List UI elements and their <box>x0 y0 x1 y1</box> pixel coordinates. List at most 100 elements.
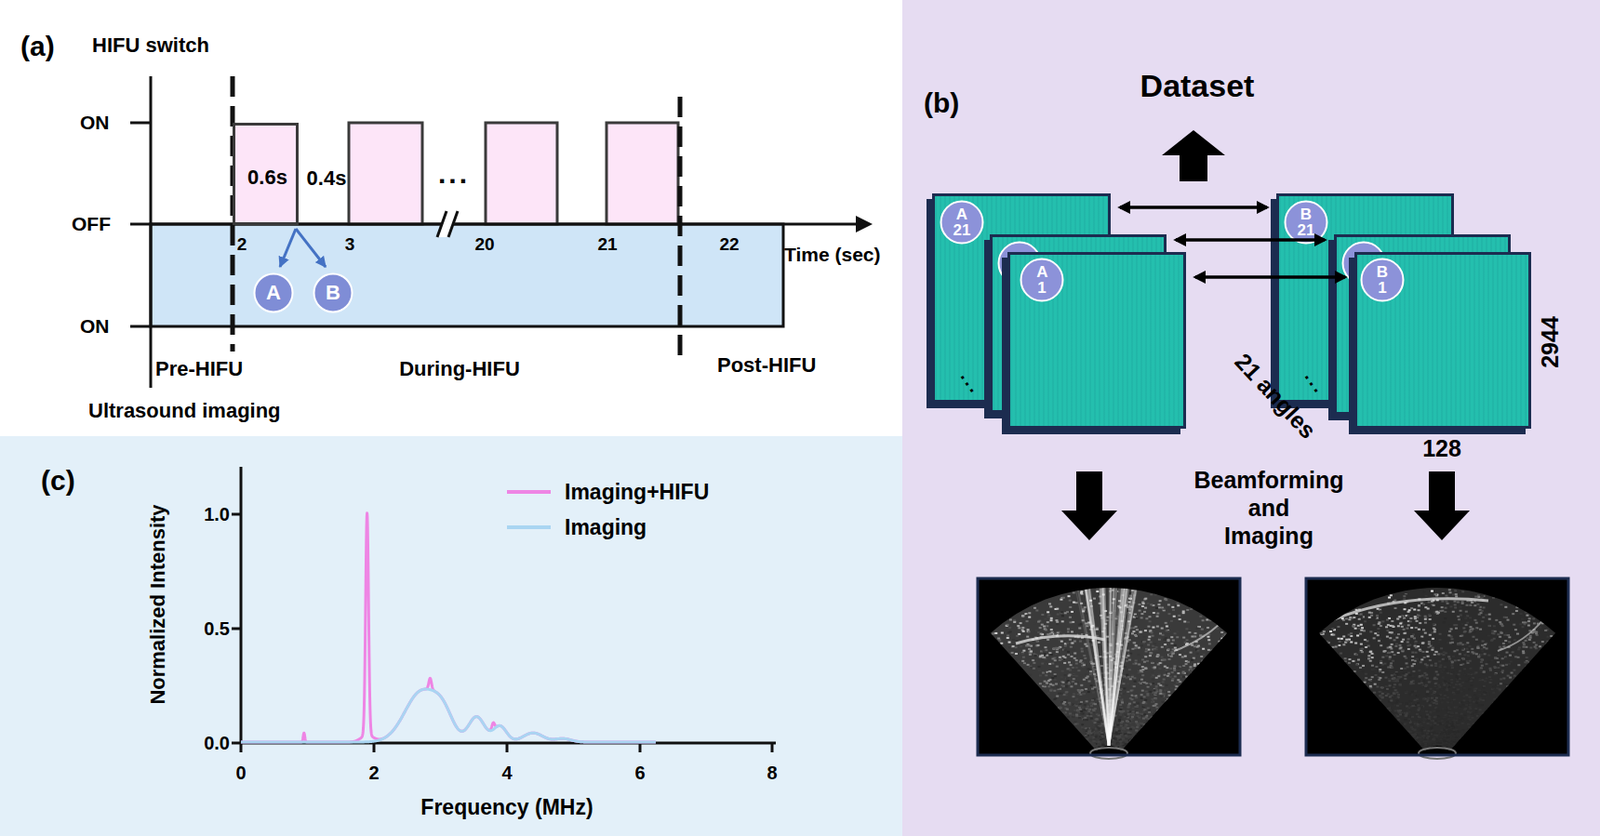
speckle <box>1071 680 1075 683</box>
speckle <box>1459 606 1463 609</box>
speckle <box>1433 624 1437 627</box>
speckle <box>1086 715 1090 718</box>
speckle <box>1031 659 1035 662</box>
speckle <box>1057 647 1061 650</box>
speckle <box>1167 648 1171 651</box>
speckle <box>1453 600 1456 603</box>
speckle <box>1135 706 1139 708</box>
speckle <box>1037 621 1040 624</box>
speckle <box>1027 648 1031 651</box>
speckle <box>1517 664 1520 667</box>
speckle <box>1430 600 1434 603</box>
speckle <box>1140 708 1144 711</box>
speckle <box>1072 695 1076 698</box>
speckle <box>1142 696 1146 699</box>
speckle <box>1071 703 1075 706</box>
speckle <box>1042 684 1046 687</box>
speckle <box>1477 647 1480 650</box>
speckle <box>1155 685 1159 688</box>
speckle-group <box>1320 588 1553 752</box>
speckle <box>1181 655 1185 658</box>
speckle <box>1040 624 1044 627</box>
speckle <box>1056 631 1060 634</box>
speckle <box>1015 635 1019 638</box>
speckle <box>1055 695 1059 698</box>
speckle <box>1065 686 1068 689</box>
speckle <box>1149 641 1153 644</box>
speckle <box>1061 681 1065 684</box>
speckle <box>1131 716 1134 719</box>
speckle <box>1507 640 1511 643</box>
speckle <box>1487 661 1491 664</box>
speckle <box>1201 648 1205 651</box>
speckle <box>1027 612 1031 614</box>
speckle <box>1043 653 1047 655</box>
interference-streak <box>1076 590 1109 747</box>
speckle <box>1176 666 1180 669</box>
speckle <box>1461 590 1465 593</box>
speckle <box>1065 681 1068 684</box>
speckle <box>1432 702 1436 705</box>
speckle <box>1072 591 1076 594</box>
speckle-group <box>991 587 1227 753</box>
speckle <box>1176 602 1180 605</box>
speckle <box>1479 628 1482 631</box>
speckle <box>1148 620 1152 623</box>
speckle <box>1381 656 1385 659</box>
speckle <box>1436 710 1440 713</box>
speckle <box>1209 619 1213 622</box>
speckle <box>1538 626 1542 629</box>
speckle <box>1075 714 1079 717</box>
speckle <box>1206 636 1210 639</box>
speckle <box>994 632 998 635</box>
speckle <box>1063 662 1067 665</box>
speckle <box>1129 639 1133 641</box>
speckle <box>1134 729 1138 732</box>
speckle <box>1220 638 1224 640</box>
speckle <box>1121 737 1125 740</box>
speckle <box>1090 684 1094 687</box>
speckle <box>1193 668 1197 671</box>
speckle <box>1085 707 1089 710</box>
speckle <box>1360 613 1363 615</box>
speckle <box>1386 666 1390 669</box>
speckle <box>1124 656 1128 659</box>
speckle <box>1132 721 1135 724</box>
speckle <box>1136 637 1140 640</box>
interference-streak <box>1108 588 1127 747</box>
speckle <box>1098 730 1102 733</box>
speckle <box>1084 673 1088 676</box>
speckle <box>1168 653 1172 656</box>
speckle <box>1134 696 1138 699</box>
speckle <box>1421 706 1425 708</box>
speckle <box>1137 716 1141 719</box>
speckle <box>1066 653 1070 656</box>
speckle <box>1196 627 1200 630</box>
speckle <box>1192 657 1196 660</box>
speckle <box>1064 612 1067 614</box>
speckle <box>1144 666 1147 669</box>
interference-streak <box>1086 589 1109 747</box>
speckle <box>1152 612 1156 614</box>
speckle <box>1070 704 1074 707</box>
speckle <box>1083 643 1087 646</box>
speckle <box>1051 631 1054 634</box>
speckle <box>1130 690 1134 693</box>
speckle <box>1141 605 1145 608</box>
speckle <box>1116 723 1120 726</box>
speckle <box>1077 702 1080 705</box>
speckle <box>1053 697 1057 700</box>
speckle <box>1008 646 1012 649</box>
speckle <box>1140 682 1144 685</box>
speckle <box>1463 653 1467 656</box>
speckle <box>1115 728 1119 731</box>
speckle <box>1156 626 1160 628</box>
speckle <box>1068 606 1072 609</box>
speckle <box>1193 663 1197 666</box>
speckle <box>1207 639 1211 641</box>
speckle <box>1137 603 1141 606</box>
speckle <box>1085 719 1089 721</box>
speckle <box>1411 666 1414 669</box>
speckle <box>1119 708 1122 711</box>
speckle <box>1151 635 1155 638</box>
